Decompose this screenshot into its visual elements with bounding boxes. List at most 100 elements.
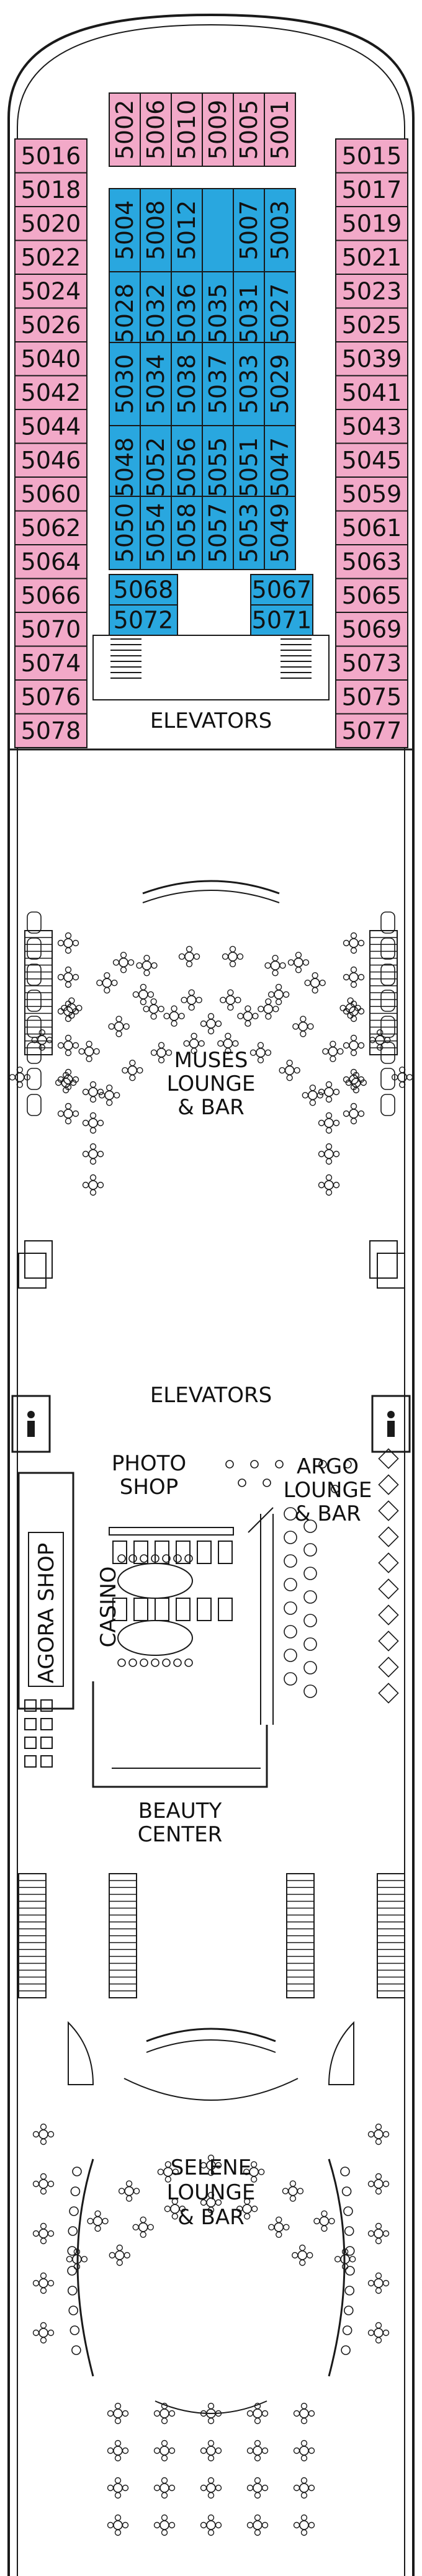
cabin-number: 5028: [111, 284, 138, 344]
photo-chair: [225, 1460, 234, 1469]
muses-table: [267, 983, 290, 1006]
cabin-5016: 5016: [14, 138, 88, 174]
cabin-5018: 5018: [14, 172, 88, 207]
chair: [89, 1189, 97, 1196]
chair: [164, 2206, 171, 2212]
chair: [193, 953, 200, 960]
chair: [104, 972, 110, 979]
casino-chair: [184, 1554, 193, 1563]
table: [243, 1011, 253, 1021]
chair: [40, 2337, 47, 2344]
chair: [97, 1150, 104, 1158]
photo-chair: [318, 1460, 327, 1469]
cabin-number: 5001: [266, 100, 294, 160]
cabin-number: 5064: [21, 548, 81, 575]
cabin-box: [14, 307, 88, 342]
cabin-number: 5009: [204, 100, 231, 160]
muses-table: [57, 1000, 79, 1022]
chair: [98, 1092, 106, 1099]
table: [159, 2483, 169, 2493]
chair: [297, 2188, 304, 2194]
selene-chair: [67, 2266, 77, 2276]
chair: [40, 2123, 47, 2131]
chair: [147, 991, 155, 998]
chair: [325, 1158, 333, 1165]
cabin-number: 5006: [142, 100, 169, 160]
table: [206, 2483, 216, 2493]
chair: [65, 947, 72, 954]
slot-machine: [197, 1541, 212, 1564]
chair: [161, 2477, 168, 2484]
argo-chair: [284, 1578, 297, 1591]
muses-booth: [27, 990, 42, 1012]
chair: [302, 1092, 309, 1099]
argo-chair: [284, 1625, 297, 1639]
selene-chair: [340, 2167, 350, 2176]
stairs-starboard-2: [377, 1873, 405, 1998]
chair: [132, 2224, 139, 2230]
chair: [40, 2188, 47, 2195]
photo-chair: [238, 1478, 246, 1487]
muses-booth: [380, 1016, 395, 1038]
cabin-box: [140, 188, 172, 272]
selene-table: [153, 2402, 176, 2425]
slot-machine: [155, 1598, 169, 1621]
chair: [108, 1023, 115, 1030]
cabin-number: 5023: [342, 277, 402, 305]
chair: [312, 972, 318, 979]
chair: [188, 1004, 195, 1011]
chair: [164, 2176, 172, 2183]
chair: [375, 2138, 382, 2145]
cabin-number: 5059: [342, 480, 402, 508]
cabin-5004: 5004: [109, 188, 141, 272]
chair: [272, 969, 279, 977]
cabin-5003: 5003: [264, 188, 296, 272]
selene-table: [153, 2477, 176, 2499]
chair: [122, 2447, 129, 2454]
chair: [287, 959, 295, 966]
restroom-icon-port: [11, 1395, 51, 1453]
selene-label-1: SELENE: [171, 2155, 251, 2180]
table: [288, 2186, 298, 2196]
chair: [57, 939, 65, 947]
chair: [300, 2440, 308, 2447]
cabin-box: [335, 239, 408, 275]
hull-outer: [7, 13, 415, 2576]
chair: [65, 1034, 72, 1042]
chair: [300, 2402, 308, 2410]
cabin-box: [14, 442, 88, 478]
cabin-number: 5049: [266, 503, 294, 563]
cabin-5055: 5055: [202, 425, 234, 509]
table: [324, 1118, 334, 1128]
argo-chair: [284, 1672, 297, 1686]
restroom-box: [11, 1395, 51, 1453]
agora-label: AGORA SHOP: [34, 1543, 59, 1684]
cabin-5036: 5036: [171, 271, 203, 356]
chair: [258, 1006, 264, 1013]
muses-table: [132, 983, 155, 1006]
cabin-number: 5036: [173, 284, 200, 344]
cabin-number: 5048: [111, 437, 138, 498]
cabin-number: 5019: [342, 210, 402, 237]
chair: [150, 1013, 157, 1020]
cabin-number: 5052: [142, 437, 169, 498]
table: [159, 2520, 169, 2530]
cabin-5005: 5005: [233, 92, 265, 167]
chair: [200, 1020, 207, 1027]
cabin-5049: 5049: [264, 496, 296, 570]
chair: [47, 2279, 55, 2287]
cabin-number: 5022: [21, 244, 81, 271]
cabin-box: [233, 271, 265, 356]
selene-table: [367, 2272, 390, 2294]
chair: [65, 1068, 72, 1076]
muses-booth: [27, 1042, 42, 1064]
table: [88, 1180, 98, 1190]
argo-diamond-table: [378, 1448, 399, 1469]
chair: [246, 2521, 254, 2529]
cabin-box: [14, 713, 88, 748]
chair: [122, 1067, 128, 1074]
chair: [172, 2168, 179, 2175]
chair: [375, 2287, 382, 2294]
chair: [207, 2154, 215, 2162]
chair: [207, 2417, 215, 2425]
